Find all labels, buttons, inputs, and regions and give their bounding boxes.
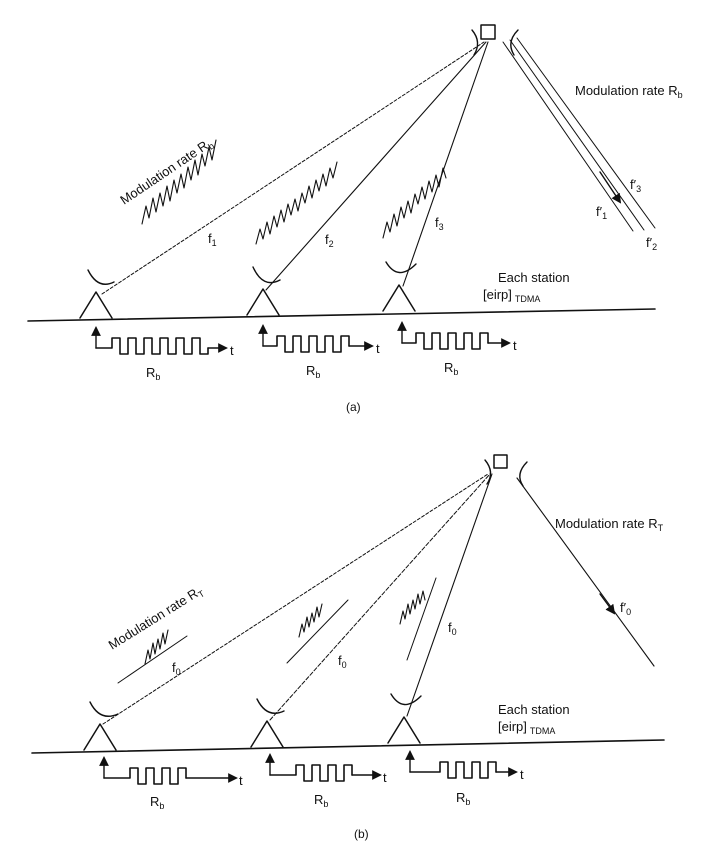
time-label-a3: t [513, 338, 517, 353]
uplink-beam-2 [265, 41, 487, 291]
station-label-line2: [eirp]TDMA [498, 719, 555, 736]
signal-burst-b1 [117, 629, 188, 684]
rate-label-a3: Rb [444, 360, 458, 377]
bit-train-b3 [405, 750, 518, 779]
uplink-modulation-label: Modulation rate RT [106, 582, 207, 654]
signal-burst-2 [255, 161, 338, 245]
signal-burst-b2 [286, 599, 349, 664]
rate-label-b1: Rb [150, 794, 164, 811]
carrier-label-f1: f1 [208, 231, 217, 248]
rate-label-b3: Rb [456, 790, 470, 807]
signal-burst-b3 [399, 577, 437, 661]
panel-b: Modulation rate RT Modulation rate RT Ea… [31, 454, 665, 841]
downlink-modulation-label: Modulation rate Rb [575, 83, 683, 100]
earth-station-b3 [387, 693, 422, 744]
station-label-line1: Each station [498, 270, 570, 285]
dish [87, 269, 115, 285]
carrier-label-b1: f0 [172, 660, 181, 677]
downlink-beams-a [502, 37, 656, 232]
carrier-label-f3: f3 [435, 215, 444, 232]
time-label-a1: t [230, 343, 234, 358]
downlink-label-f0p: f′0 [620, 600, 631, 617]
downlink-modulation-label: Modulation rate RT [555, 516, 664, 533]
signal-burst-3 [382, 167, 447, 239]
earth-station-b1 [83, 701, 119, 751]
bit-train-a2 [258, 324, 374, 353]
ground-line [27, 308, 656, 322]
carrier-label-b2: f0 [338, 653, 347, 670]
satellite-body [480, 24, 496, 40]
uplink-beam-2 [269, 473, 491, 721]
satellite-a [471, 24, 519, 56]
signal-burst-1 [141, 139, 217, 225]
satellite-antenna-left [471, 29, 479, 56]
carrier-label-f2: f2 [325, 232, 334, 249]
time-label-b3: t [520, 767, 524, 782]
downlink-arrow [599, 171, 622, 204]
bit-train-b2 [265, 753, 382, 782]
uplink-beam-3 [406, 473, 493, 717]
dish [252, 266, 281, 284]
caption-b: (b) [354, 827, 369, 841]
dish [256, 698, 285, 714]
downlink-beam-b [516, 477, 655, 667]
earth-station-a3 [382, 261, 417, 312]
satellite-body [493, 454, 508, 469]
time-label-a2: t [376, 341, 380, 356]
bit-train-a3 [397, 321, 511, 350]
downlink-arrow [599, 593, 616, 615]
downlink-label-f2p: f′2 [646, 235, 657, 252]
dish [89, 701, 119, 717]
satellite-antenna-left [484, 459, 492, 485]
caption-a: (a) [346, 400, 361, 414]
uplink-beam-3 [402, 41, 489, 287]
earth-station-a2 [246, 266, 281, 316]
time-label-b2: t [383, 770, 387, 785]
dish [385, 261, 417, 274]
rate-label-a1: Rb [146, 365, 160, 382]
bit-train-a1 [91, 326, 228, 355]
rate-label-a2: Rb [306, 363, 320, 380]
earth-station-b2 [250, 698, 285, 748]
panel-a: Modulation rate Rb Modulation rate Rb Ea… [27, 24, 683, 414]
uplink-modulation-label: Modulation rate Rb [117, 135, 216, 209]
downlink-label-f3p: f′3 [630, 177, 641, 194]
bit-train-b1 [99, 756, 238, 785]
dish [390, 693, 422, 706]
uplink-beam-1 [101, 41, 485, 295]
rate-label-b2: Rb [314, 792, 328, 809]
carrier-label-b3: f0 [448, 620, 457, 637]
station-label-line1: Each station [498, 702, 570, 717]
time-label-b1: t [239, 773, 243, 788]
ground-line [31, 739, 665, 754]
uplink-beam-1 [102, 473, 489, 725]
station-label-line2: [eirp]TDMA [483, 287, 540, 304]
downlink-label-f1p: f′1 [596, 204, 607, 221]
earth-station-a1 [79, 269, 115, 319]
satellite-b [484, 454, 528, 487]
